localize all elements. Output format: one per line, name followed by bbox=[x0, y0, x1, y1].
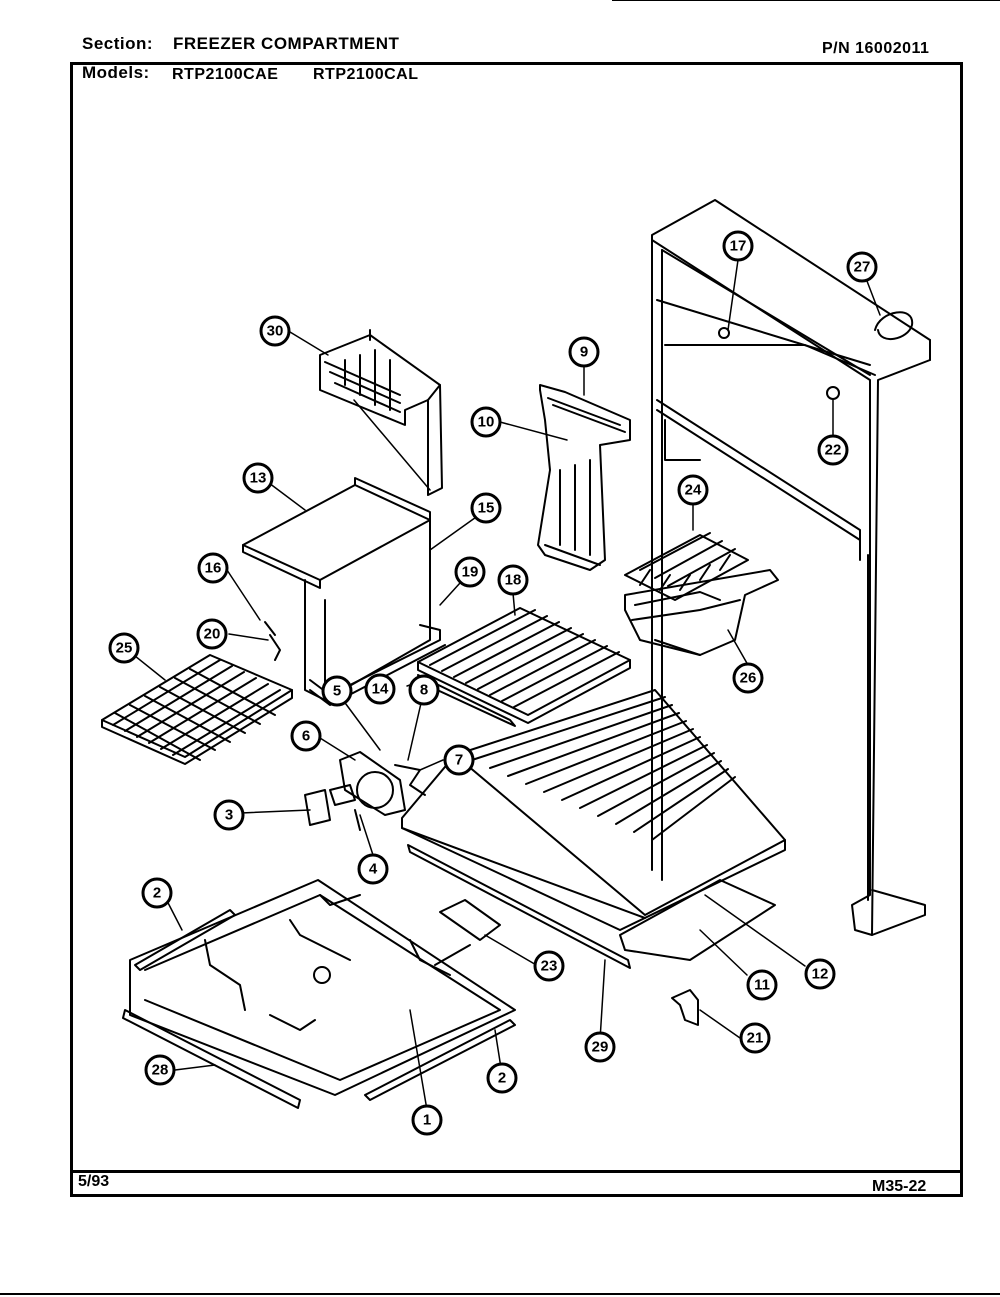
part-24-ice-tray bbox=[624, 532, 749, 601]
callout-18: 18 bbox=[497, 564, 529, 596]
callout-5: 5 bbox=[321, 675, 353, 707]
svg-text:11: 11 bbox=[754, 977, 770, 994]
callout-9: 9 bbox=[568, 336, 600, 368]
callout-4: 4 bbox=[357, 853, 389, 885]
callout-26: 26 bbox=[732, 662, 764, 694]
page-bottom-rule bbox=[0, 1293, 1000, 1295]
callout-28: 28 bbox=[144, 1054, 176, 1086]
callout-23: 23 bbox=[533, 950, 565, 982]
part-11-panel bbox=[619, 879, 776, 961]
svg-text:9: 9 bbox=[580, 344, 588, 361]
svg-text:14: 14 bbox=[372, 681, 389, 698]
model-2: RTP2100CAL bbox=[313, 66, 419, 83]
svg-text:26: 26 bbox=[740, 670, 757, 687]
part-26-ice-bin bbox=[624, 569, 779, 656]
svg-text:24: 24 bbox=[685, 482, 702, 499]
footer-page-code: M35-22 bbox=[872, 1178, 927, 1195]
part-number: P/N 16002011 bbox=[822, 40, 930, 57]
callout-1: 1 bbox=[411, 1104, 443, 1136]
svg-text:13: 13 bbox=[250, 470, 267, 487]
svg-text:17: 17 bbox=[730, 238, 747, 255]
svg-text:15: 15 bbox=[478, 500, 495, 517]
part-21-clip bbox=[671, 989, 699, 1026]
callout-2b: 2 bbox=[486, 1062, 518, 1094]
svg-text:20: 20 bbox=[204, 626, 221, 643]
part-17-fastener bbox=[718, 327, 730, 339]
part-18-wire-shelf bbox=[417, 607, 631, 724]
svg-text:5: 5 bbox=[333, 683, 341, 700]
svg-text:2: 2 bbox=[498, 1070, 506, 1087]
callout-3: 3 bbox=[213, 799, 245, 831]
svg-text:21: 21 bbox=[747, 1030, 764, 1047]
callout-13: 13 bbox=[242, 462, 274, 494]
model-1: RTP2100CAE bbox=[172, 66, 279, 83]
svg-text:29: 29 bbox=[592, 1039, 609, 1056]
callout-16: 16 bbox=[197, 552, 229, 584]
part-30-bracket bbox=[319, 329, 443, 496]
callout-10: 10 bbox=[470, 406, 502, 438]
footer-divider bbox=[70, 1170, 963, 1173]
svg-text:22: 22 bbox=[825, 442, 842, 459]
cabinet-outline bbox=[651, 199, 931, 936]
callout-15: 15 bbox=[470, 492, 502, 524]
svg-text:6: 6 bbox=[302, 728, 310, 745]
part-13-shelf bbox=[242, 477, 431, 589]
svg-text:1: 1 bbox=[423, 1112, 431, 1129]
callout-29: 29 bbox=[584, 1031, 616, 1063]
part-12-main-shelf bbox=[401, 689, 786, 931]
diagram-frame bbox=[70, 62, 963, 1197]
callout-20: 20 bbox=[196, 618, 228, 650]
callout-19: 19 bbox=[454, 556, 486, 588]
callout-6: 6 bbox=[290, 720, 322, 752]
svg-text:25: 25 bbox=[116, 640, 133, 657]
callout-7: 7 bbox=[443, 744, 475, 776]
part-22-fastener bbox=[826, 386, 840, 400]
callout-8: 8 bbox=[408, 674, 440, 706]
svg-text:16: 16 bbox=[205, 560, 222, 577]
svg-text:3: 3 bbox=[225, 807, 233, 824]
part-27-tube bbox=[874, 311, 914, 340]
callout-11: 11 bbox=[746, 969, 778, 1001]
part-9-evaporator-cover bbox=[537, 384, 631, 571]
callout-24: 24 bbox=[677, 474, 709, 506]
part-20-bolt bbox=[269, 634, 281, 661]
svg-text:8: 8 bbox=[420, 682, 428, 699]
callout-22: 22 bbox=[817, 434, 849, 466]
callout-14: 14 bbox=[364, 673, 396, 705]
page-top-rule bbox=[612, 0, 1000, 1]
callout-27: 27 bbox=[846, 251, 878, 283]
svg-text:30: 30 bbox=[267, 323, 284, 340]
svg-text:28: 28 bbox=[152, 1062, 169, 1079]
svg-text:27: 27 bbox=[854, 259, 871, 276]
svg-text:23: 23 bbox=[541, 958, 558, 975]
svg-text:18: 18 bbox=[505, 572, 522, 589]
models-label: Models: bbox=[82, 63, 150, 82]
svg-text:4: 4 bbox=[369, 861, 378, 878]
svg-text:2: 2 bbox=[153, 885, 161, 902]
callout-25: 25 bbox=[108, 632, 140, 664]
callout-12: 12 bbox=[804, 958, 836, 990]
section-value: FREEZER COMPARTMENT bbox=[173, 34, 400, 53]
leader-lines bbox=[124, 259, 881, 1111]
part-28-rail bbox=[122, 1009, 301, 1109]
fan-assembly bbox=[304, 751, 426, 831]
callout-30: 30 bbox=[259, 315, 291, 347]
callout-21: 21 bbox=[739, 1022, 771, 1054]
svg-text:12: 12 bbox=[812, 966, 829, 983]
svg-text:10: 10 bbox=[478, 414, 495, 431]
svg-text:19: 19 bbox=[462, 564, 479, 581]
part-23-pad bbox=[439, 899, 501, 941]
callout-17: 17 bbox=[722, 230, 754, 262]
part-1-bottom-pan bbox=[129, 879, 516, 1096]
part-2-strips bbox=[134, 909, 516, 1101]
part-29-rail bbox=[407, 844, 631, 969]
part-25-grid-shelf bbox=[101, 654, 293, 765]
part-16-screw bbox=[264, 621, 276, 636]
svg-text:7: 7 bbox=[455, 752, 463, 769]
callout-2a: 2 bbox=[141, 877, 173, 909]
section-label: Section: bbox=[82, 34, 154, 53]
footer-date: 5/93 bbox=[78, 1173, 110, 1190]
